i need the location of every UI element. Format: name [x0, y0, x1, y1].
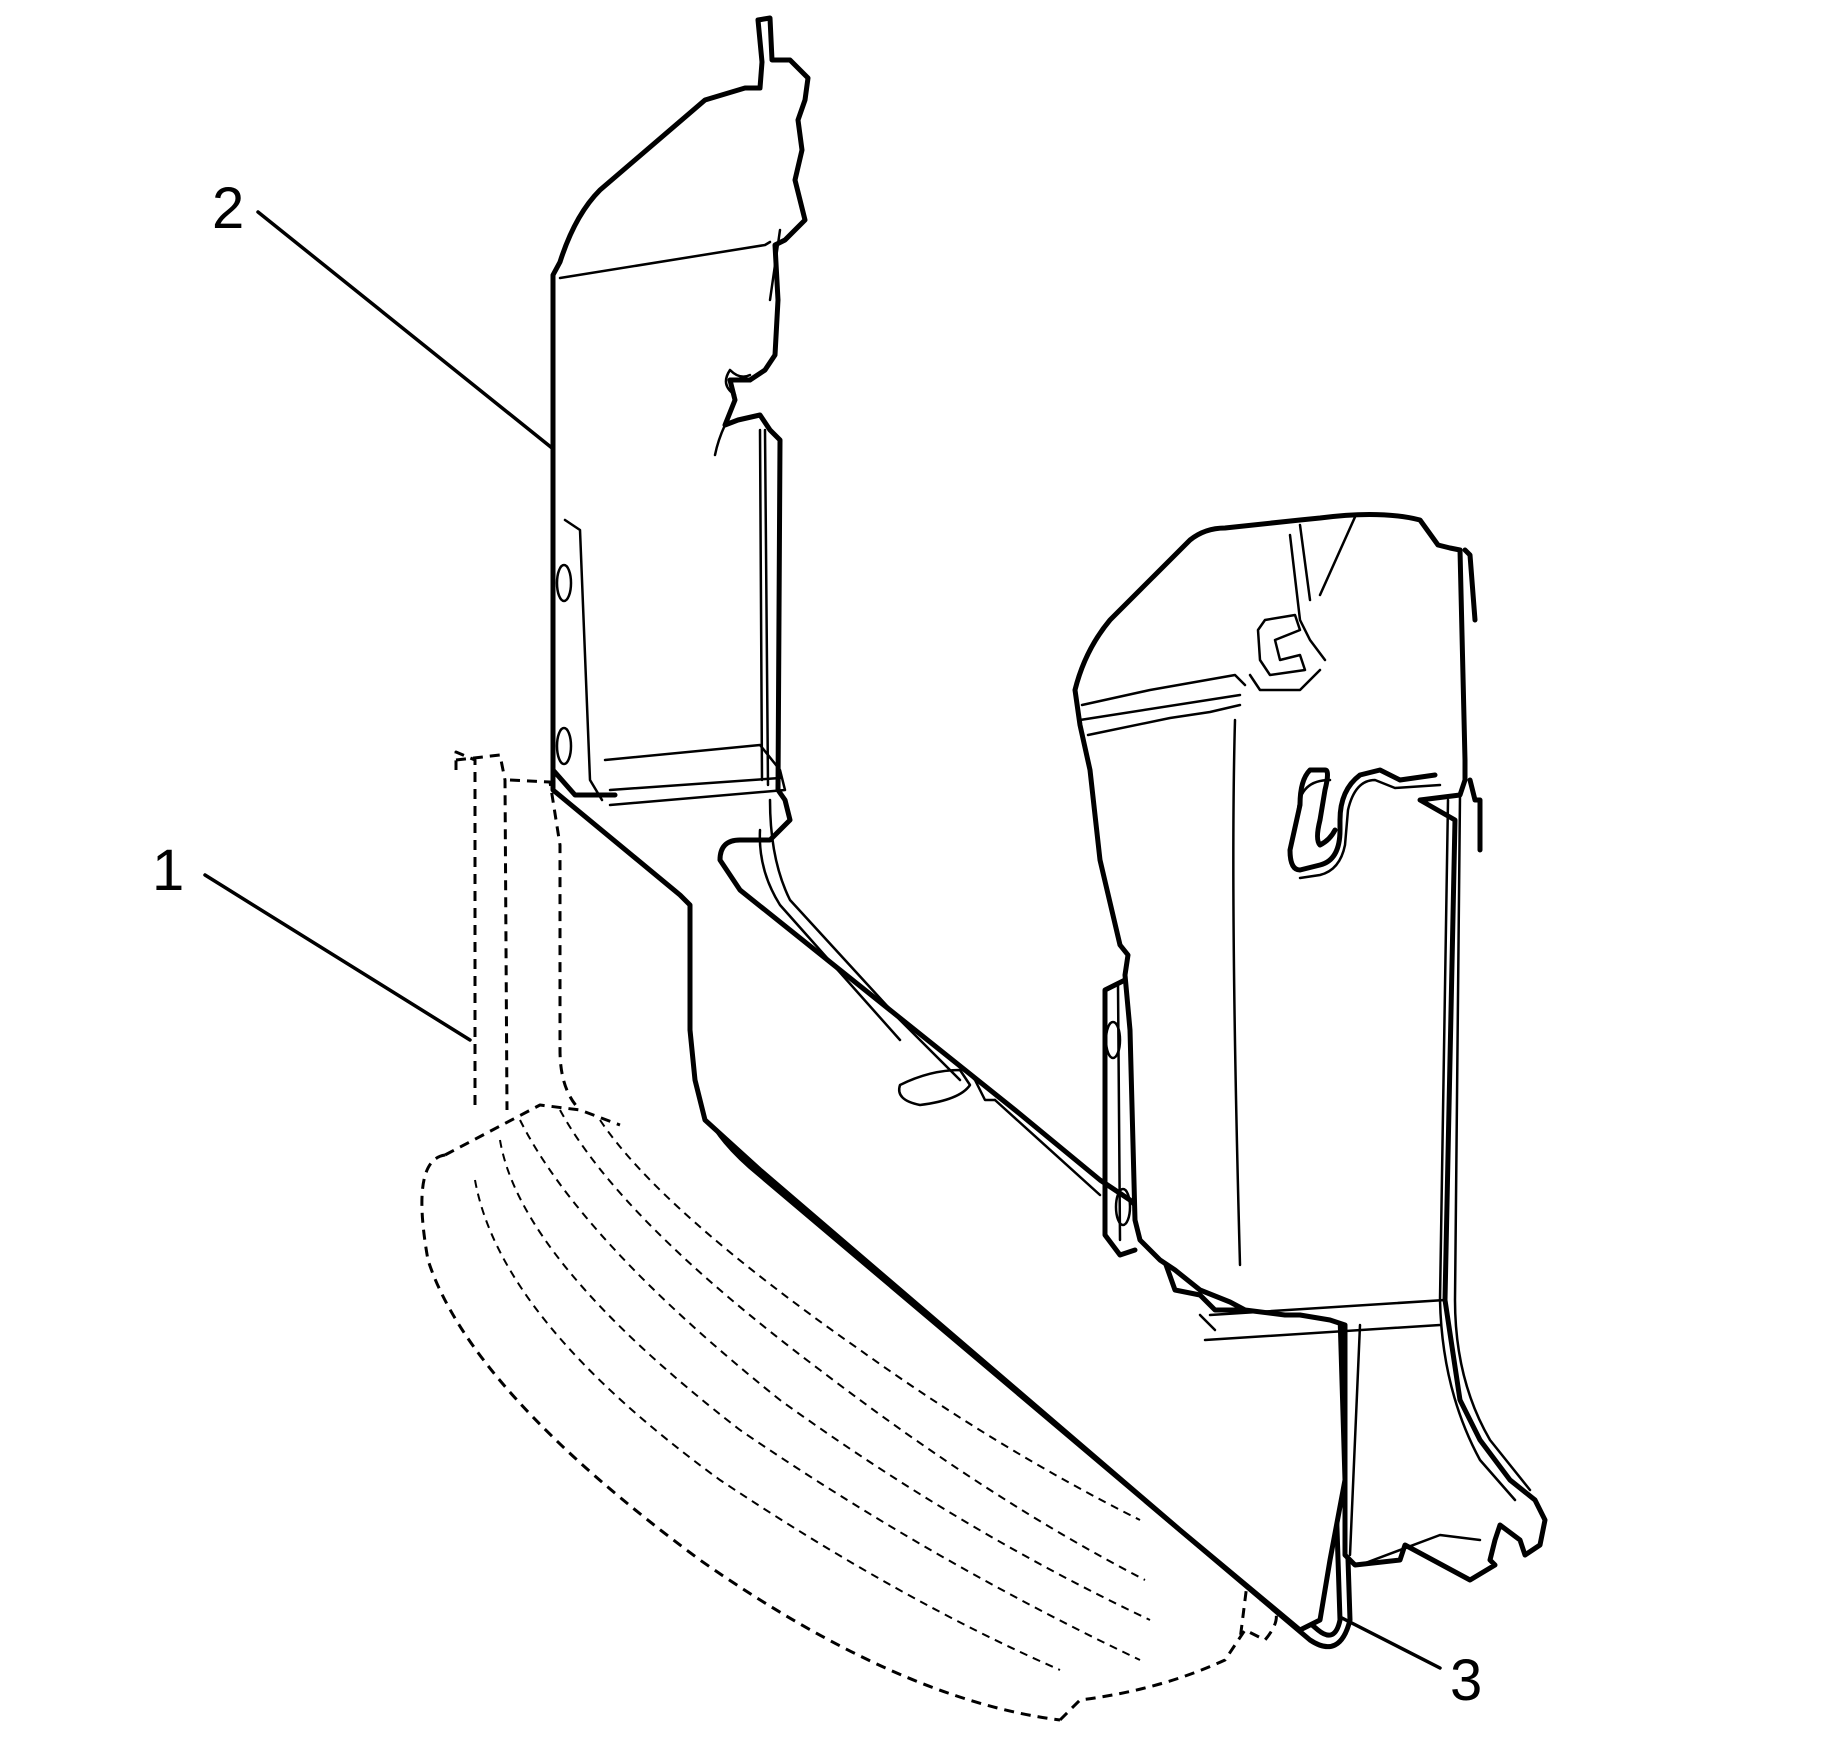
callout-1: 1: [152, 838, 184, 903]
air-deflector: [550, 15, 1548, 1633]
callout-3: 3: [1450, 1648, 1482, 1713]
leader-line-1: [203, 873, 472, 1042]
leader-line-2: [256, 210, 554, 450]
dashed-lower-component: [420, 750, 1312, 1722]
leader-line-3: [1338, 1615, 1442, 1670]
leader-lines: [203, 210, 1442, 1670]
callout-2: 2: [212, 176, 244, 241]
callout-labels: 1 2 3: [152, 176, 1482, 1713]
